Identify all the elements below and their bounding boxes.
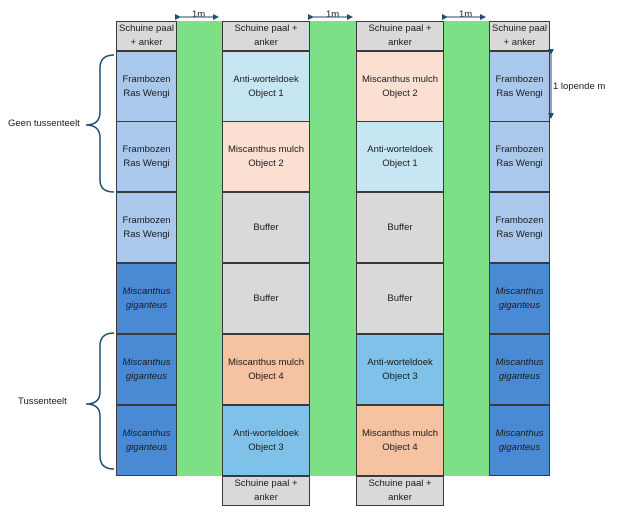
plot-cell-col2-row3: Buffer (222, 192, 310, 263)
anchor-top-col2: Schuine paal + anker (222, 21, 310, 51)
plot-cell-col2-row5: Miscanthus mulch Object 4 (222, 334, 310, 405)
plot-cell-col1-row3: Frambozen Ras Wengi (116, 192, 177, 263)
group-bottom-label: Tussenteelt (18, 396, 67, 407)
bracket-bottom (85, 332, 115, 470)
group-top-label: Geen tussenteelt (8, 118, 80, 129)
plot-cell-col2-row1: Anti-worteldoek Object 1 (222, 51, 310, 122)
path-strip-1 (176, 21, 222, 476)
plot-cell-col2-row2: Miscanthus mulch Object 2 (222, 121, 310, 192)
anchor-top-col1: Schuine paal + anker (116, 21, 177, 51)
plot-cell-col1-row1: Frambozen Ras Wengi (116, 51, 177, 122)
plot-cell-col4-row3: Frambozen Ras Wengi (489, 192, 550, 263)
plot-cell-col1-row5: Miscanthus giganteus (116, 334, 177, 405)
row-unit-label: 1 lopende m (553, 81, 606, 92)
path-strip-2 (309, 21, 356, 476)
plot-cell-col3-row5: Anti-worteldoek Object 3 (356, 334, 444, 405)
plot-cell-col1-row2: Frambozen Ras Wengi (116, 121, 177, 192)
plot-cell-col4-row2: Frambozen Ras Wengi (489, 121, 550, 192)
plot-cell-col3-row1: Miscanthus mulch Object 2 (356, 51, 444, 122)
plot-cell-col3-row4: Buffer (356, 263, 444, 334)
plot-cell-col1-row6: Miscanthus giganteus (116, 405, 177, 476)
plot-cell-col1-row4: Miscanthus giganteus (116, 263, 177, 334)
bracket-top (85, 54, 115, 193)
anchor-top-col3: Schuine paal + anker (356, 21, 444, 51)
anchor-top-col4: Schuine paal + anker (489, 21, 550, 51)
plot-cell-col3-row2: Anti-worteldoek Object 1 (356, 121, 444, 192)
path-strip-3 (443, 21, 489, 476)
plot-cell-col2-row4: Buffer (222, 263, 310, 334)
plot-cell-col2-row6: Anti-worteldoek Object 3 (222, 405, 310, 476)
plot-cell-col4-row5: Miscanthus giganteus (489, 334, 550, 405)
plot-cell-col3-row3: Buffer (356, 192, 444, 263)
plot-cell-col4-row4: Miscanthus giganteus (489, 263, 550, 334)
anchor-bottom-col3: Schuine paal + anker (356, 476, 444, 506)
anchor-bottom-col2: Schuine paal + anker (222, 476, 310, 506)
plot-cell-col4-row6: Miscanthus giganteus (489, 405, 550, 476)
plot-cell-col3-row6: Miscanthus mulch Object 4 (356, 405, 444, 476)
